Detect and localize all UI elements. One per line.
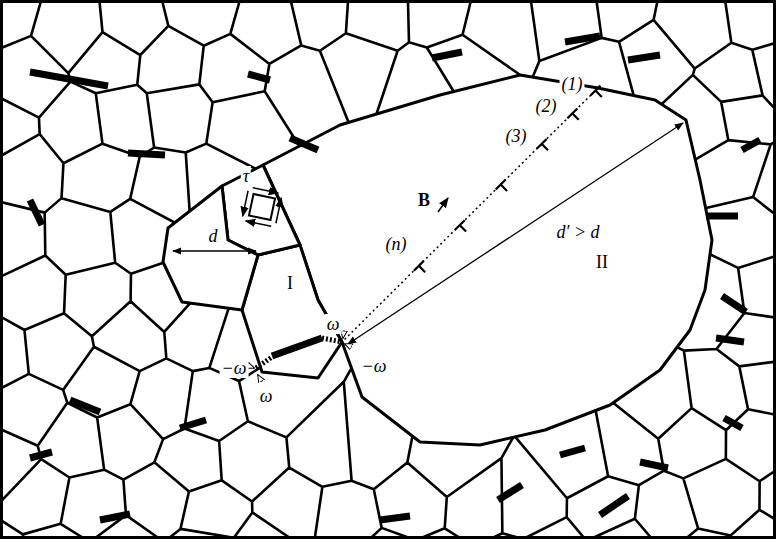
precipitate-bar	[180, 420, 206, 428]
rotation-mark	[345, 344, 352, 347]
dimension-arrow	[348, 123, 683, 344]
precipitate-bar	[498, 485, 522, 500]
precipitate-bar	[628, 55, 660, 60]
twin-extension	[256, 357, 272, 368]
figure-label: τ	[241, 166, 251, 186]
dislocation-symbol	[455, 220, 466, 231]
precipitate-bar	[380, 516, 410, 520]
figure-label: (2)	[534, 96, 559, 116]
figure-label: (n)	[384, 234, 409, 254]
shear-arrow	[276, 198, 281, 223]
dislocation-symbol	[567, 108, 578, 119]
grain-outline	[263, 75, 712, 445]
shear-arrow	[253, 188, 278, 193]
figure-label: d	[207, 226, 220, 246]
figure-label: I	[285, 273, 295, 293]
grain-outline	[242, 245, 342, 378]
precipitate-bar	[100, 514, 130, 520]
precipitate-bar	[70, 400, 100, 412]
figure-label: ω	[258, 386, 275, 406]
rotation-mark	[343, 330, 344, 338]
dislocation-symbol	[414, 261, 425, 272]
precipitate-bar	[724, 418, 742, 428]
figure-label: II	[594, 252, 610, 272]
shear-arrow	[246, 221, 271, 226]
precipitate-bar	[722, 296, 746, 312]
precipitate-bar	[560, 448, 585, 455]
dislocation-symbol	[496, 180, 507, 191]
twin-extension	[322, 338, 342, 342]
shear-stress-symbol	[242, 187, 282, 227]
precipitate-bar	[432, 52, 462, 58]
precipitate-bar	[742, 140, 760, 150]
figure-label: −ω	[220, 358, 249, 378]
precipitate-bar	[640, 462, 668, 468]
shear-square	[249, 194, 275, 220]
precipitate-bar	[30, 72, 108, 86]
precipitate-bar	[716, 338, 744, 342]
precipitate-bar	[565, 36, 600, 42]
precipitate-bar	[30, 200, 42, 225]
figure-label: ω	[325, 314, 342, 334]
rotation-mark	[249, 366, 254, 368]
rotation-mark	[258, 375, 262, 382]
precipitate-bar	[248, 74, 270, 80]
burgers-arrow	[438, 198, 448, 212]
dislocation-symbol	[537, 139, 548, 150]
figure-label: (1)	[560, 74, 585, 94]
grain-outline	[163, 186, 258, 310]
shear-arrow	[243, 191, 248, 216]
figure-label: −ω	[360, 356, 389, 376]
twin-bar	[272, 338, 322, 356]
dislocation-symbol	[590, 86, 601, 97]
figure-label: d′ > d	[554, 222, 601, 242]
precipitate-bar	[30, 452, 52, 458]
figure-label: B	[416, 190, 432, 210]
precipitate-bar	[706, 213, 738, 220]
precipitate-bar	[128, 153, 165, 155]
precipitate-bar	[600, 496, 628, 515]
precipitate-bar	[290, 138, 318, 150]
slip-line	[342, 88, 598, 342]
dimension-arrow	[173, 250, 256, 251]
figure-label: (3)	[504, 126, 529, 146]
